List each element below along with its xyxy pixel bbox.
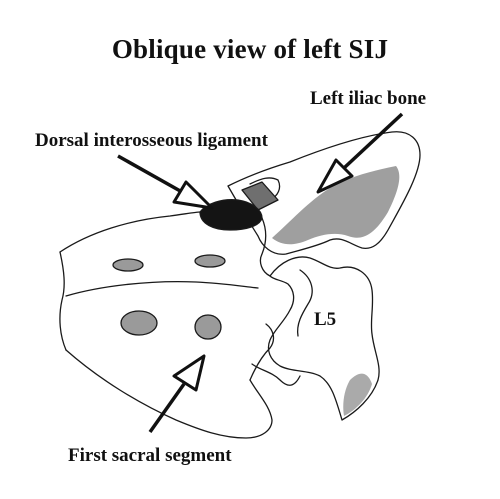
l5-inner-line — [296, 269, 313, 337]
l5-process-shading — [343, 373, 372, 416]
ligament-label: Dorsal interosseous ligament — [35, 130, 268, 151]
sacral-segment-label: First sacral segment — [68, 445, 232, 466]
iliac-bone-outline — [227, 131, 421, 255]
sacrum-ala-edge — [259, 217, 271, 277]
sacral-foramen — [194, 254, 226, 268]
ligament-arrow-head — [172, 180, 214, 210]
ligament-arrow-shaft — [117, 154, 183, 194]
iliac-crest-line — [249, 177, 281, 201]
iliac-bone-label: Left iliac bone — [310, 88, 427, 109]
l5-label: L5 — [314, 309, 337, 330]
iliac-arrow-head — [316, 158, 354, 194]
sacrum-upper-outline — [59, 211, 201, 253]
sacrum-mid-ridge — [65, 280, 259, 297]
l5-vertebra-outline — [267, 256, 380, 421]
sacral-foramen — [120, 310, 158, 336]
iliac-bone-shading — [272, 166, 400, 245]
iliac-arrow-shaft — [342, 112, 404, 170]
sacrum-left-edge — [59, 251, 67, 351]
sacrum-lower-edge — [65, 349, 273, 439]
sacral-arrow-shaft — [148, 382, 186, 434]
sacral-arrow-head — [172, 354, 206, 392]
sacrum-lateral-edge — [249, 323, 275, 381]
facet-joint — [251, 363, 301, 386]
sacral-foramen — [112, 258, 144, 272]
iliac-process — [241, 181, 279, 211]
sacral-foramen — [194, 314, 222, 340]
diagram-title: Oblique view of left SIJ — [111, 34, 389, 64]
